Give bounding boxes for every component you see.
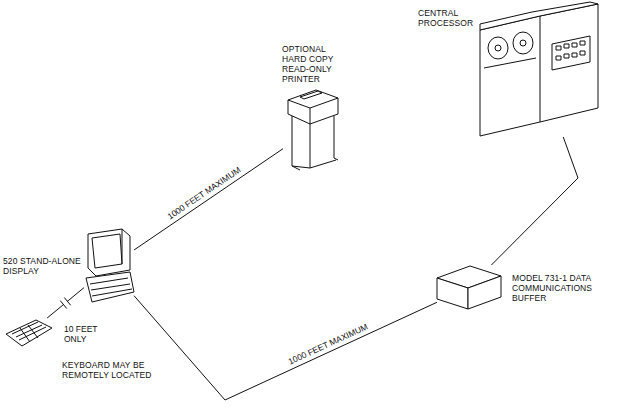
cable-line [134,149,283,250]
component-label: KEYBOARD MAY BE REMOTELY LOCATED [62,360,154,380]
component: OPTIONAL HARD COPY READ-ONLY PRINTER [283,88,341,170]
cable-length-label: 1000 FEET MAXIMUM [285,320,371,367]
buffer-box [437,266,501,309]
keyboard [6,320,52,346]
component: MODEL 731-1 DATA COMMUNICATIONS BUFFER [437,265,501,310]
component: KEYBOARD MAY BE REMOTELY LOCATED [6,318,52,348]
component-label: 520 STAND-ALONE DISPLAY [3,256,81,276]
cable-line [134,296,437,400]
cable-line [47,288,84,318]
component-label: OPTIONAL HARD COPY READ-ONLY PRINTER [282,44,344,84]
component-label: MODEL 731-1 DATA COMMUNICATIONS BUFFER [512,273,606,303]
cable-line [491,137,578,265]
display-terminal [86,229,134,302]
cable-length-label: 1000 FEET MAXIMUM [164,163,244,222]
component: 520 STAND-ALONE DISPLAY [84,228,134,306]
component: CENTRAL PROCESSOR [478,2,600,137]
processor-cabinet [480,2,598,136]
component-label: CENTRAL PROCESSOR [418,8,474,28]
printer [288,90,338,170]
cable-length-label: 10 FEET ONLY [62,324,110,344]
